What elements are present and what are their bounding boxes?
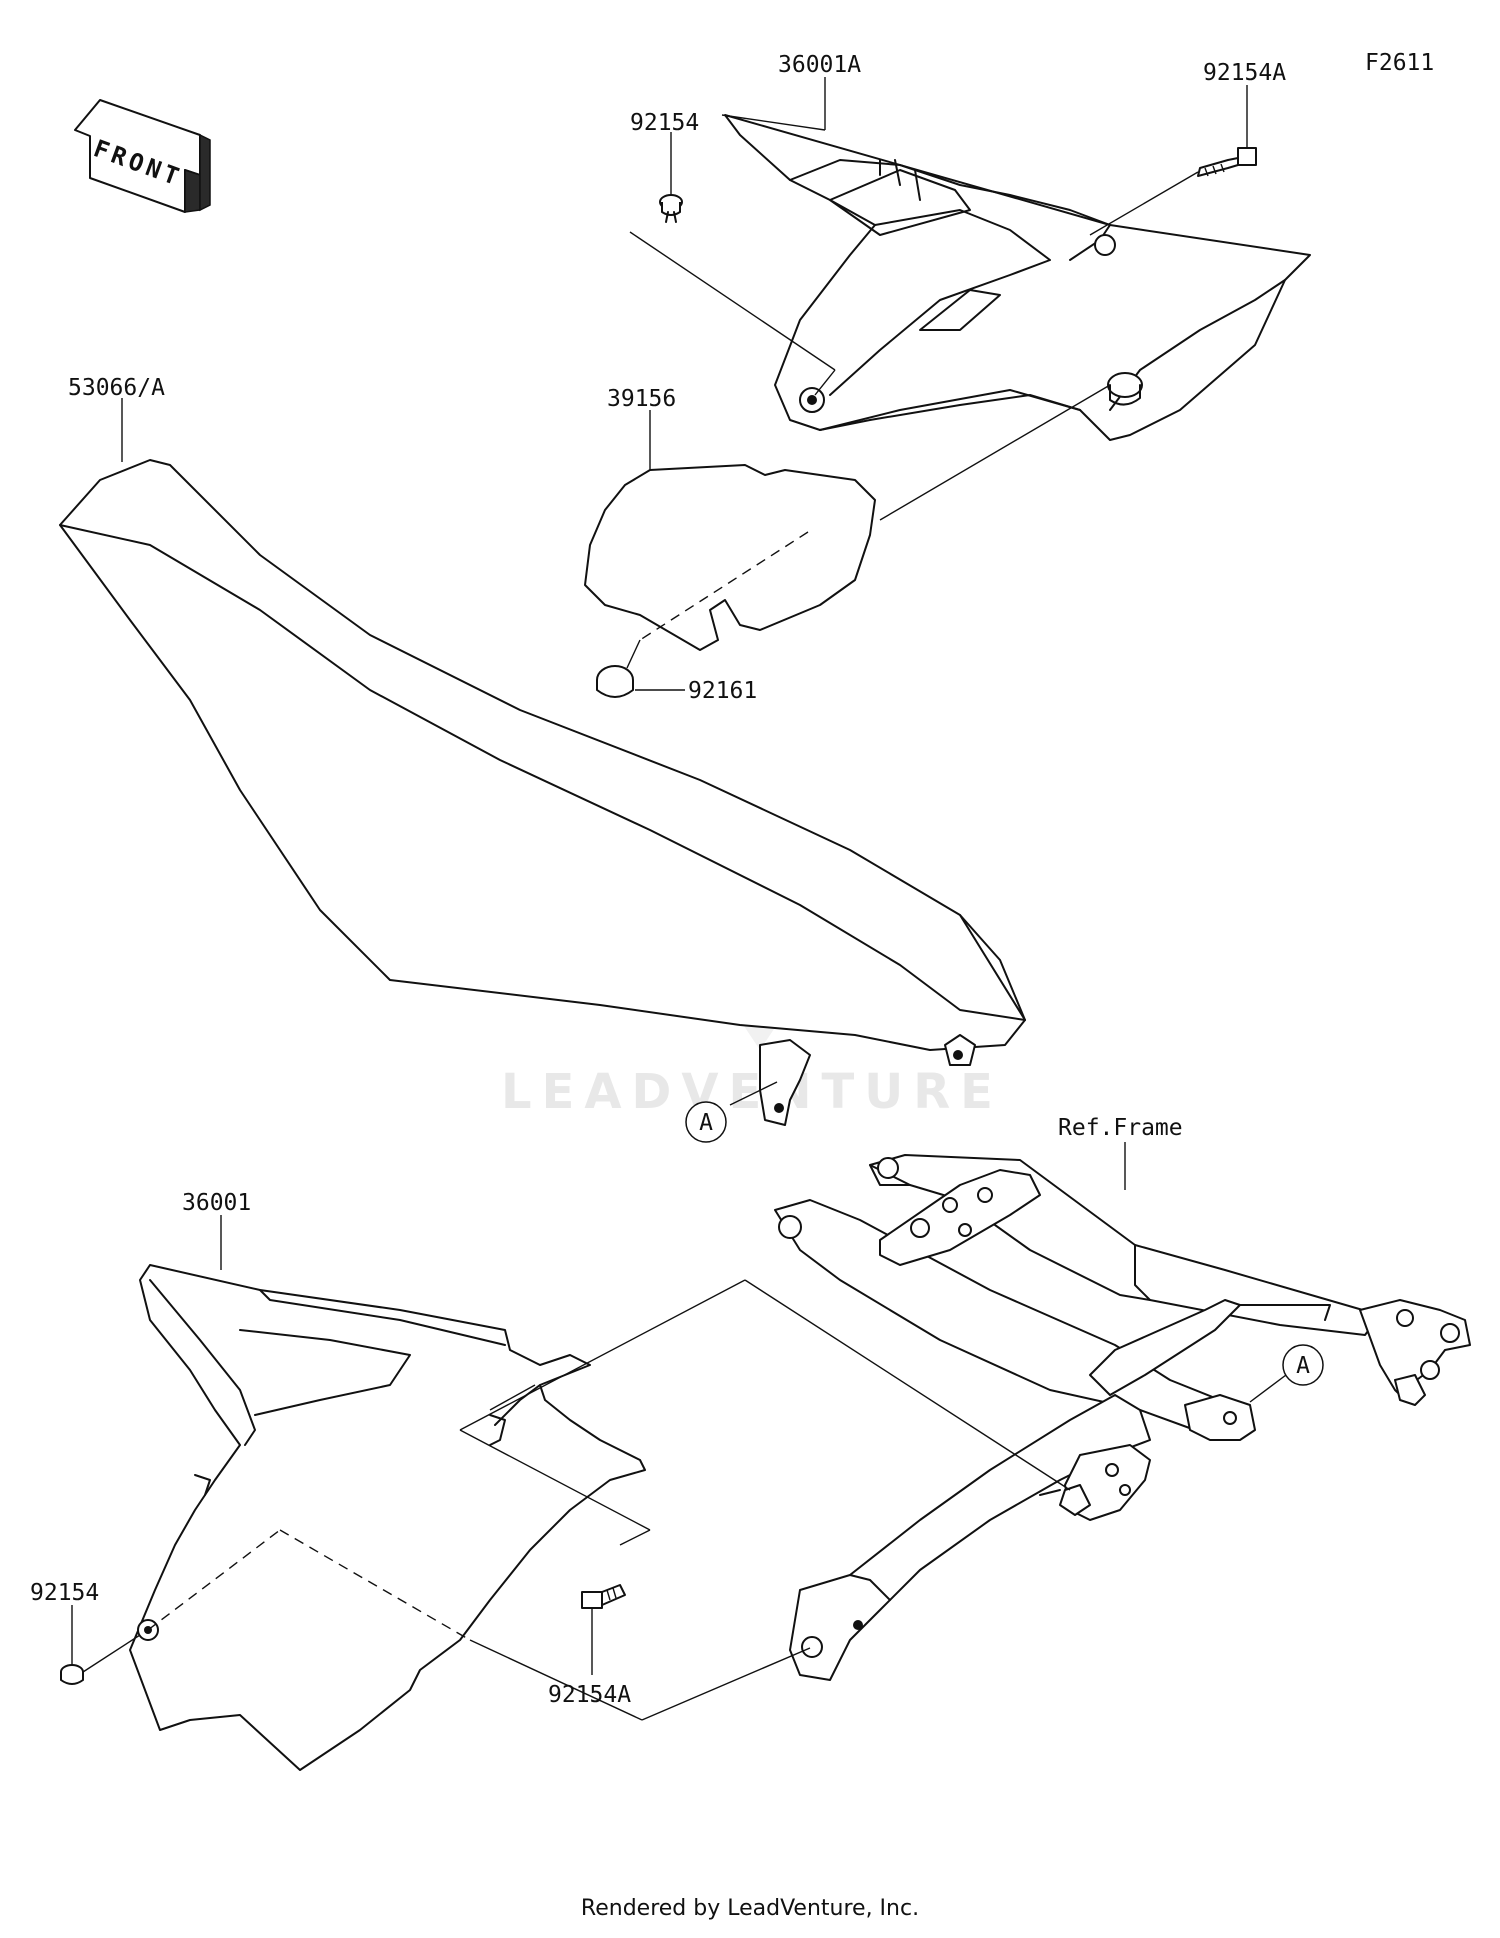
svg-text:A: A (1296, 1353, 1310, 1379)
callout-92161: 92161 (688, 678, 757, 704)
screw-92154-bottom[interactable] (60, 1664, 84, 1685)
svg-text:A: A (699, 1110, 713, 1136)
screw-92154A-top[interactable] (1197, 147, 1257, 177)
footer-credit: Rendered by LeadVenture, Inc. (580, 1896, 920, 1921)
callout-92154A-bottom: 92154A (548, 1682, 631, 1708)
front-arrow-icon: FRONT (74, 99, 211, 213)
callout-92154-top: 92154 (630, 110, 699, 136)
callout-36001: 36001 (182, 1190, 251, 1216)
watermark-text: LEADVENTURE (501, 1064, 1003, 1120)
callout-36001A: 36001A (778, 52, 861, 78)
figure-id: F2611 (1365, 50, 1434, 76)
callout-A-frame: A (1282, 1344, 1324, 1386)
callout-39156: 39156 (607, 386, 676, 412)
callout-A-seat: A (685, 1101, 727, 1143)
number-plate-39156[interactable] (584, 464, 876, 651)
callout-53066A: 53066/A (68, 375, 165, 401)
rear-frame[interactable] (774, 1154, 1471, 1681)
callout-ref-frame: Ref.Frame (1058, 1115, 1183, 1141)
callout-92154-bottom: 92154 (30, 1580, 99, 1606)
leader-lines (71, 77, 1291, 1721)
grommet-92161[interactable] (596, 665, 634, 698)
callout-92154A-top: 92154A (1203, 60, 1286, 86)
callouts: 36001A 92154 92154A 53066/A 39156 92161 … (30, 52, 1324, 1708)
seat-53066A[interactable] (59, 459, 1026, 1126)
side-cover-right-36001A[interactable] (724, 114, 1311, 441)
side-cover-left-36001[interactable] (129, 1264, 646, 1771)
screw-92154A-bottom[interactable] (581, 1584, 626, 1609)
screw-92154-top[interactable] (659, 194, 683, 223)
